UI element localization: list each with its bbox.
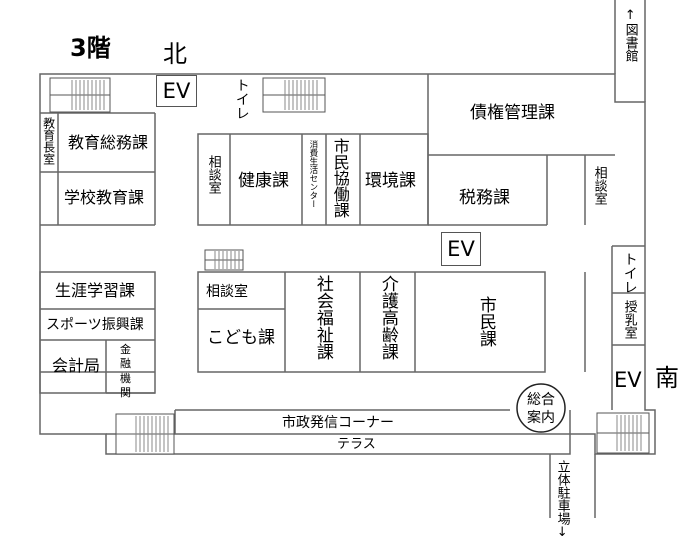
parking-direction: 立体駐車場↓ — [554, 460, 570, 540]
consult-room-lower: 相談室 — [206, 284, 248, 300]
room-kankyou: 環境課 — [365, 171, 416, 191]
terrace: テラス — [337, 437, 376, 452]
room-kenkou: 健康課 — [238, 171, 289, 191]
stairs-icon — [115, 413, 175, 455]
floor-title: 3階 — [70, 34, 111, 62]
room-kyoiku-chou: 教育長室 — [41, 117, 56, 165]
room-kyoiku-soumu: 教育総務課 — [68, 133, 149, 152]
elevator-center: EV — [441, 232, 481, 266]
consult-room-east: 相談室 — [591, 166, 607, 205]
elevator-label: EV — [162, 78, 191, 103]
room-gakkou-kyoiku: 学校教育課 — [64, 188, 145, 207]
stairs-icon — [262, 77, 326, 113]
stairs-icon — [204, 249, 244, 271]
room-junyu: 授乳室 — [621, 300, 637, 339]
room-shougai-gakushu: 生涯学習課 — [55, 281, 136, 300]
room-zeimu: 税務課 — [459, 188, 510, 208]
room-shouhi-center: 消費生活センター — [307, 140, 318, 208]
room-kaigo-koureisha: 介護高齢課 — [377, 275, 398, 360]
elevator-south-label: EV — [614, 368, 642, 392]
floor-plan-lines — [39, 0, 656, 518]
city-info-corner: 市政発信コーナー — [282, 415, 394, 431]
room-kodomo: こども課 — [207, 328, 275, 348]
south-label: 南 — [655, 364, 679, 392]
toilet-north: トイレ — [233, 78, 250, 120]
room-sports-shinkou: スポーツ振興課 — [46, 317, 144, 333]
elevator-label: EV — [447, 236, 475, 261]
stairs-icon — [596, 412, 650, 454]
stairs-icon — [49, 77, 111, 113]
info-desk: 総合案内 — [527, 392, 555, 427]
room-kinyu-kikan: 金融機関 — [120, 343, 134, 399]
elevator-north: EV — [156, 75, 197, 107]
north-label: 北 — [163, 40, 187, 68]
room-shimin-kyodo: 市民協働課 — [330, 138, 350, 218]
room-saiken-kanri: 債権管理課 — [470, 103, 555, 123]
library-direction: ↑図書館 — [622, 8, 638, 62]
room-shakai-fukushi: 社会福祉課 — [312, 275, 333, 360]
room-shimin: 市民課 — [475, 296, 496, 347]
toilet-south: トイレ — [621, 252, 638, 294]
consult-room-middle: 相談室 — [205, 155, 221, 194]
room-kaikei: 会計局 — [52, 356, 101, 375]
information-circle — [516, 383, 566, 433]
